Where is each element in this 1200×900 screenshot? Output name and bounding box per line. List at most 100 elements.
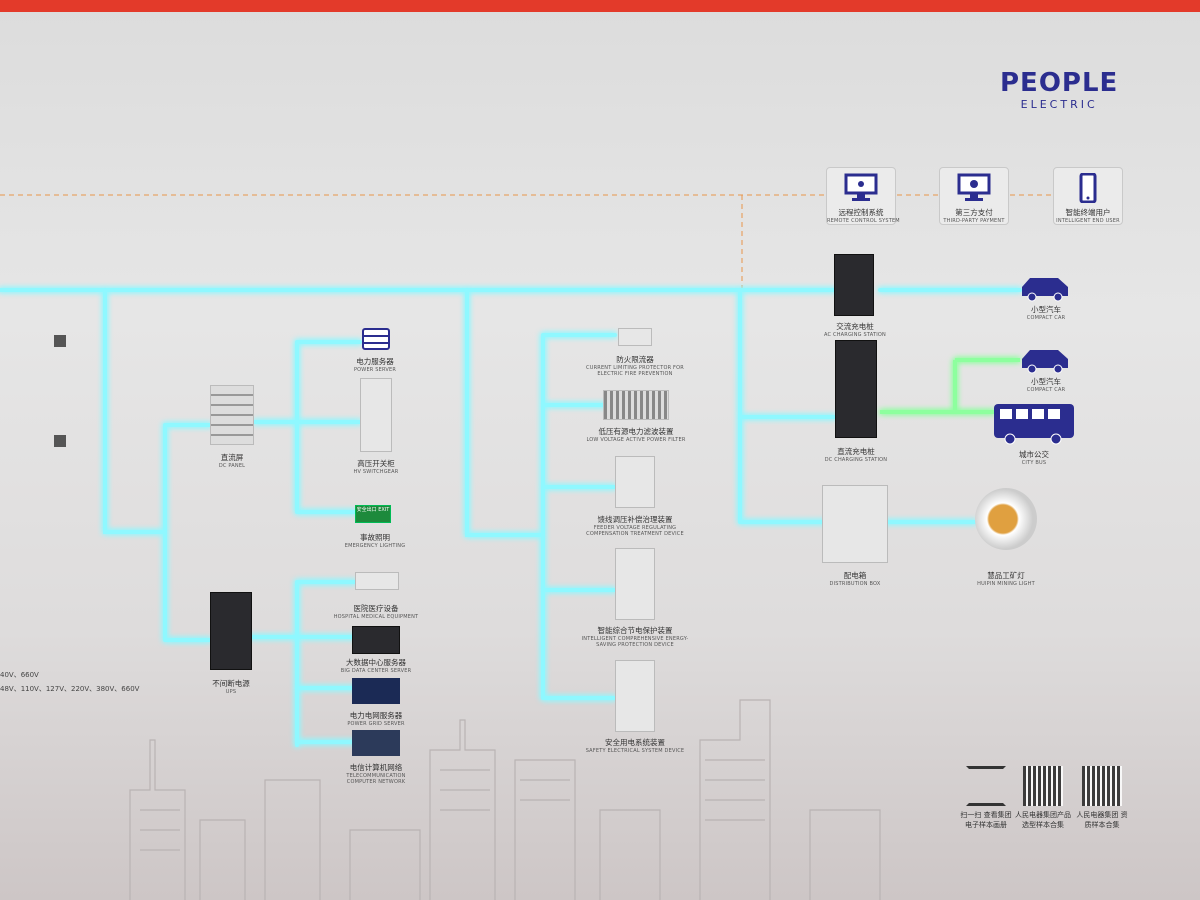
server-icon xyxy=(362,328,390,350)
label-en: BIG DATA CENTER SERVER xyxy=(340,668,412,674)
brand-subtitle: ELECTRIC xyxy=(1020,98,1098,111)
dc-charging-station-image xyxy=(835,340,877,438)
label-en: HV SWITCHGEAR xyxy=(353,469,399,475)
label-cn: 电信计算机网络 xyxy=(349,763,403,772)
label-cn: 馈线调压补偿治理装置 xyxy=(597,515,673,524)
monitor-payment-icon xyxy=(957,173,991,201)
current-limiter-image xyxy=(618,328,652,346)
label-en: DISTRIBUTION BOX xyxy=(829,581,881,587)
feeder-compensation-image xyxy=(615,456,655,508)
label-cn: 人民电器集团 资质样本合集 xyxy=(1076,811,1128,829)
qr-label: 人民电器集团产品 选型样本合集 xyxy=(1012,810,1074,830)
label-cn: 直流充电桩 xyxy=(837,447,875,456)
label-cn: 不间断电源 xyxy=(212,679,250,688)
tile-label-cn: 第三方支付 xyxy=(955,208,993,217)
hv-switchgear-image xyxy=(360,378,392,452)
voltage-text: 48V、110V、127V、220V、380V、660V xyxy=(0,685,140,693)
label-cn: 低压有源电力滤波装置 xyxy=(598,427,674,436)
label-cn: 医院医疗设备 xyxy=(353,604,399,613)
scan-icon xyxy=(966,766,1006,806)
label-cn: 交流充电桩 xyxy=(836,322,874,331)
label-cn: 智能综合节电保护装置 xyxy=(597,626,673,635)
label-en: AC CHARGING STATION xyxy=(824,332,886,338)
label-cn: 慧品工矿灯 xyxy=(987,571,1025,580)
energy-saving-device-image xyxy=(615,548,655,620)
label-en: COMPACT CAR xyxy=(1026,387,1066,393)
tile-label-en: INTELLIGENT END USER xyxy=(1056,218,1120,224)
label-cn: 扫一扫 查看集团 电子样本画册 xyxy=(960,811,1012,829)
label-cn: 人民电器集团产品 选型样本合集 xyxy=(1015,811,1071,829)
safety-electrical-device-image xyxy=(615,660,655,732)
label-cn: 安全用电系统装置 xyxy=(604,738,665,747)
label-cn: 电力电网服务器 xyxy=(349,711,403,720)
qr-code[interactable] xyxy=(1082,766,1122,806)
tile-label-cn: 远程控制系统 xyxy=(838,208,884,217)
label-cn: 防火限流器 xyxy=(616,355,654,364)
small-qr-code xyxy=(54,435,66,447)
label-en: UPS xyxy=(225,689,237,695)
green-power-lines xyxy=(880,358,1020,414)
glowing-power-lines xyxy=(0,288,1022,747)
label-en: CURRENT LIMITING PROTECTOR FOR ELECTRIC … xyxy=(586,365,684,377)
dashed-control-lines xyxy=(0,194,1052,290)
label-cn: 电力服务器 xyxy=(356,357,394,366)
ups-image xyxy=(210,592,252,670)
monitor-eye-icon xyxy=(844,173,878,201)
label-cn: 小型汽车 xyxy=(1031,305,1061,314)
brand-name: PEOPLE xyxy=(1000,68,1119,98)
bus-icon xyxy=(994,404,1074,445)
medical-equipment-image xyxy=(355,572,399,590)
qr-label: 扫一扫 查看集团 电子样本画册 xyxy=(956,810,1016,830)
tile-label-en: THIRD-PARTY PAYMENT xyxy=(943,218,1005,224)
tile-label-cn: 智能终端用户 xyxy=(1065,208,1111,217)
label-en: INTELLIGENT COMPREHENSIVE ENERGY-SAVING … xyxy=(581,636,689,648)
top-red-bar xyxy=(0,0,1200,12)
small-qr-code xyxy=(54,335,66,347)
label-en: DC PANEL xyxy=(218,463,246,469)
label-en: DC CHARGING STATION xyxy=(824,457,888,463)
exit-sign: 安全出口 EXIT xyxy=(355,505,391,523)
label-cn: 配电箱 xyxy=(843,571,867,580)
tile-remote-control: 远程控制系统 REMOTE CONTROL SYSTEM xyxy=(826,167,900,225)
tile-third-party-payment: 第三方支付 THIRD-PARTY PAYMENT xyxy=(939,167,1009,225)
tile-label-en: REMOTE CONTROL SYSTEM xyxy=(827,218,900,224)
car-icon xyxy=(1022,350,1068,374)
distribution-box-image xyxy=(822,485,888,563)
label-en: CITY BUS xyxy=(1021,460,1047,466)
label-cn: 直流屏 xyxy=(220,453,244,462)
label-en: LOW VOLTAGE ACTIVE POWER FILTER xyxy=(586,437,686,443)
brand-logo: PEOPLE ELECTRIC xyxy=(1000,68,1118,111)
big-data-server-image xyxy=(352,626,400,654)
qr-code[interactable] xyxy=(1023,766,1063,806)
label-en: HOSPITAL MEDICAL EQUIPMENT xyxy=(333,614,419,620)
label-cn: 小型汽车 xyxy=(1031,377,1061,386)
label-en: SAFETY ELECTRICAL SYSTEM DEVICE xyxy=(585,748,685,754)
ac-charging-station-image xyxy=(834,254,874,316)
label-cn: 事故照明 xyxy=(359,533,390,542)
power-grid-server-image xyxy=(352,678,400,704)
dc-panel-image xyxy=(210,385,254,445)
label-en: POWER SERVER xyxy=(353,367,397,373)
label-en: TELECOMMUNICATION COMPUTER NETWORK xyxy=(346,773,406,785)
label-en: EMERGENCY LIGHTING xyxy=(344,543,406,549)
city-skyline-decoration xyxy=(129,699,881,900)
